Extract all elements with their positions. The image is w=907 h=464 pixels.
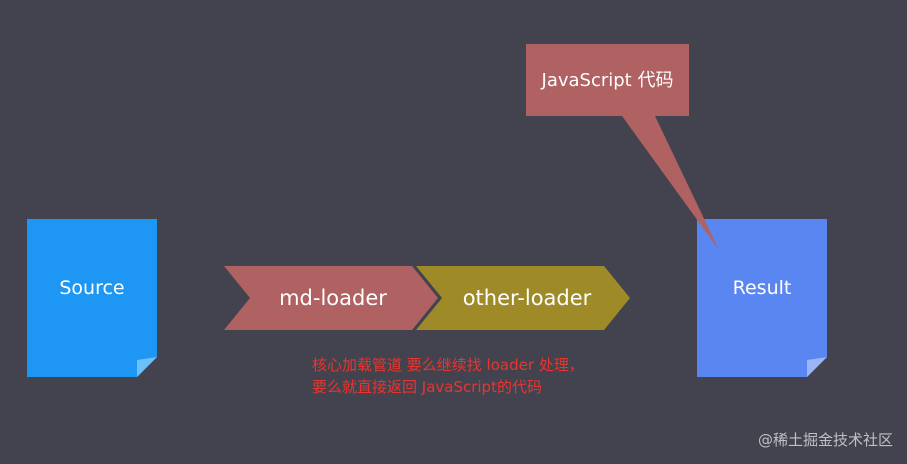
result-label: Result [732,277,792,299]
other-loader-label: other-loader [462,286,592,310]
result-document [697,219,827,377]
md-loader-chevron [224,266,438,330]
other-loader-chevron [416,266,630,330]
md-loader-label: md-loader [279,286,387,310]
pipeline-note-line-1: 核心加载管道 要么继续找 loader 处理， [312,356,584,374]
pipeline-note: 核心加载管道 要么继续找 loader 处理， 要么就直接返回 JavaScri… [312,354,584,398]
pipeline-note-line-2: 要么就直接返回 JavaScript的代码 [312,378,542,396]
result-document-fold [807,357,827,377]
javascript-callout-label: JavaScript 代码 [541,70,674,91]
source-label: Source [59,277,125,299]
watermark: @稀土掘金技术社区 [757,431,893,449]
javascript-callout [526,44,719,250]
source-document [27,219,157,377]
source-document-fold [137,357,157,377]
